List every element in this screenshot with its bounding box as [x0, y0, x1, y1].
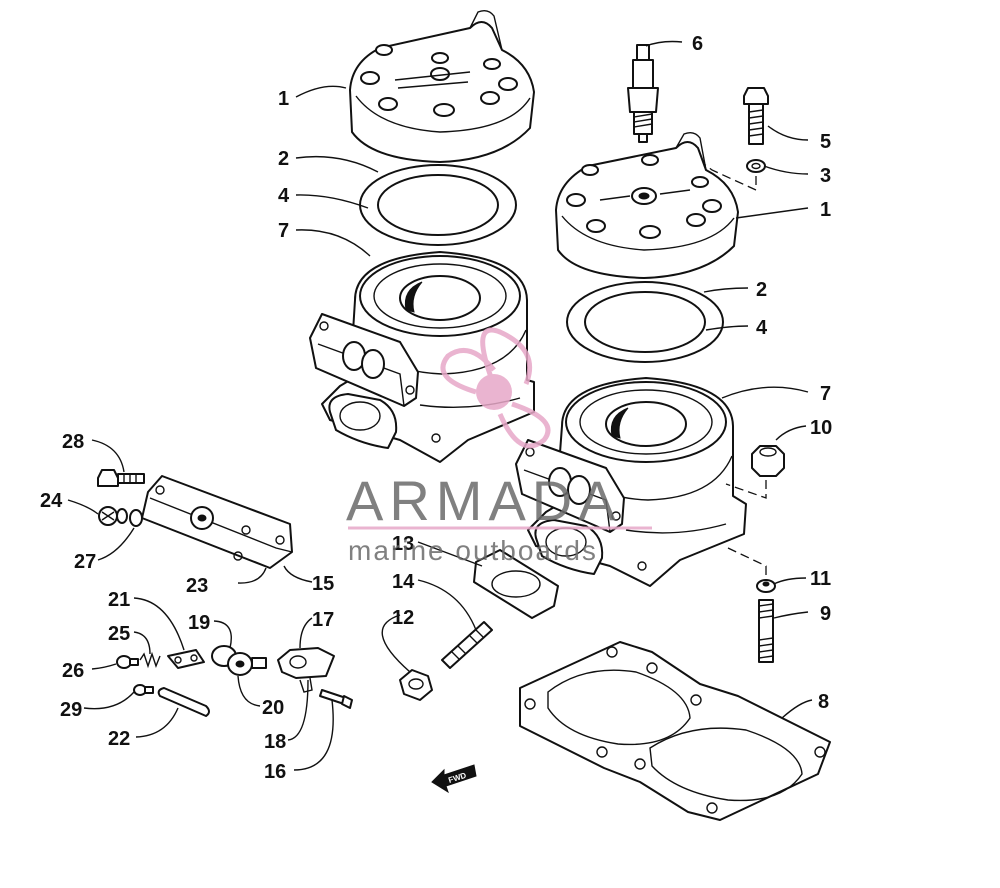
cylinder-left — [309, 251, 535, 463]
callout-7-left: 7 — [278, 220, 289, 242]
screw-26 — [116, 655, 139, 669]
callout-numbers: 1 2 4 7 6 5 3 1 2 4 7 10 28 24 27 23 15 … — [40, 33, 832, 783]
callout-4-left: 4 — [278, 185, 290, 207]
linkage-arm — [167, 649, 205, 669]
valve-cover — [141, 475, 293, 569]
callout-1-right: 1 — [820, 199, 831, 221]
callout-1-left: 1 — [278, 88, 289, 110]
valve-pulley — [211, 645, 267, 676]
callout-20: 20 — [262, 697, 284, 719]
callout-22: 22 — [108, 728, 130, 750]
callout-13: 13 — [392, 533, 414, 555]
propeller-logo-icon — [440, 327, 551, 449]
callout-6: 6 — [692, 33, 703, 55]
callout-11: 11 — [810, 568, 831, 590]
callout-4-right: 4 — [756, 317, 768, 339]
callout-26: 26 — [62, 660, 84, 682]
cable-link — [157, 687, 210, 717]
callout-23: 23 — [186, 575, 208, 597]
callout-7-right: 7 — [820, 383, 831, 405]
base-gasket — [519, 641, 831, 821]
exhaust-nut — [399, 669, 433, 701]
callout-8: 8 — [818, 691, 829, 713]
callout-25: 25 — [108, 623, 130, 645]
callout-14: 14 — [392, 571, 415, 593]
cover-bolt — [97, 469, 145, 487]
valve-pin — [319, 689, 353, 709]
callout-15: 15 — [312, 573, 334, 595]
fwd-arrow-icon: FWD — [431, 764, 477, 794]
callout-21: 21 — [108, 589, 130, 611]
callout-2-right: 2 — [756, 279, 767, 301]
watermark: ARMADA marine outboards — [346, 327, 652, 566]
head-gasket-left — [359, 164, 517, 246]
screw-29 — [133, 684, 154, 696]
head-bolt — [743, 87, 769, 145]
callout-10: 10 — [810, 417, 832, 439]
cylinder-head-right — [555, 131, 739, 279]
spark-plug — [627, 44, 659, 143]
cylinder-head-left — [349, 9, 535, 163]
callout-5: 5 — [820, 131, 831, 153]
callout-2-left: 2 — [278, 148, 289, 170]
exhaust-flange-gasket — [473, 549, 559, 619]
leader-lines — [67, 40, 813, 771]
cylinder-stud — [758, 599, 774, 663]
callout-27: 27 — [74, 551, 96, 573]
callout-18: 18 — [264, 731, 286, 753]
callout-12: 12 — [392, 607, 414, 629]
callout-29: 29 — [60, 699, 82, 721]
cover-screw — [98, 506, 128, 526]
head-gasket-right — [566, 281, 724, 363]
washer — [746, 159, 766, 173]
callout-9: 9 — [820, 603, 831, 625]
spring — [139, 651, 161, 669]
cover-o-ring — [129, 509, 143, 527]
callout-24: 24 — [40, 490, 63, 512]
callout-16: 16 — [264, 761, 286, 783]
callout-3: 3 — [820, 165, 831, 187]
exhaust-stud — [441, 621, 493, 669]
stud-nut — [756, 579, 776, 593]
watermark-title: ARMADA — [346, 469, 622, 532]
valve-housing — [277, 647, 335, 693]
callout-17: 17 — [312, 609, 334, 631]
callout-28: 28 — [62, 431, 84, 453]
cylinder-right — [515, 377, 747, 587]
flange-nut — [751, 445, 785, 477]
watermark-subtitle: marine outboards — [348, 535, 598, 566]
callout-19: 19 — [188, 612, 210, 634]
